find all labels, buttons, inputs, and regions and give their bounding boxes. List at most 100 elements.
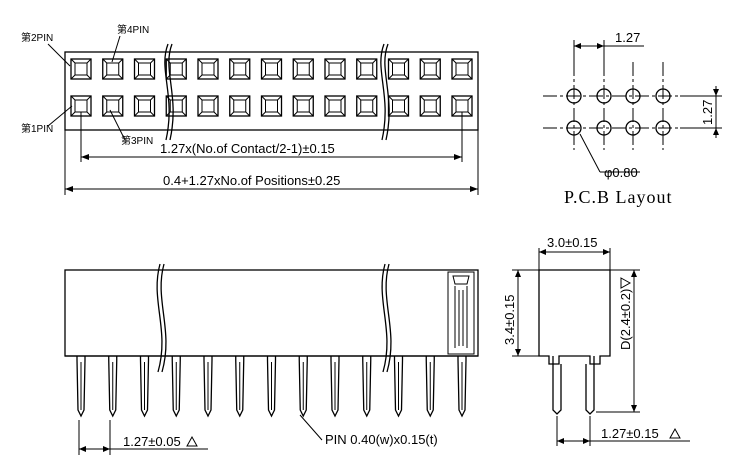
break-line-right-2 [384,43,390,141]
pin4-leader [111,35,121,63]
pin-socket [387,58,410,80]
break-line-left [164,43,170,141]
pin-socket [229,58,251,80]
pin-socket-inner [201,99,215,113]
triangle-mark [620,277,632,289]
arrow [515,349,521,356]
pin-socket-inner [296,62,310,76]
pin-socket-inner [265,62,278,76]
pin-socket [451,58,473,80]
pin-socket-bevel [134,95,155,117]
pin-socket [260,95,283,117]
arrow [454,154,462,160]
front-pin [235,356,245,418]
pin-socket-inner [74,62,88,76]
arrow [81,154,89,160]
arrow [583,438,590,444]
pin-socket [70,58,92,80]
arrow [65,186,73,192]
side-view-body [538,269,611,365]
pin-socket-inner [360,62,374,76]
hole-leader [579,133,601,173]
triangle-mark [669,427,681,439]
pin-socket-inner [423,99,437,113]
side-pin-right [585,356,595,415]
front-pins [76,356,467,418]
pcb-layout: 1.27 1.27 φ0.80 P.C.B Layout [543,30,722,207]
pin-socket-inner [328,62,342,76]
arrow [515,270,521,277]
pin-socket-bevel [419,58,441,80]
arrow [557,438,564,444]
pin-socket-bevel [388,95,409,117]
pin-socket [229,95,251,117]
front-pin [362,356,372,418]
front-pin [393,356,404,418]
pin-socket-bevel [292,58,314,80]
front-pin [266,356,277,418]
side-height-text: 3.4±0.15 [502,294,517,345]
pin-socket [197,95,219,117]
pin-socket-inner [265,99,278,113]
arrow [603,249,610,255]
pin-socket-bevel [388,58,409,80]
front-pin [139,356,150,418]
pin-socket-inner [360,99,374,113]
front-view: 1.27±0.05 PIN 0.40(w)x0.15(t) [64,263,479,455]
hole-diameter: φ0.80 [604,165,638,180]
pin-socket-inner [138,99,151,113]
pin-socket [356,58,378,80]
front-pin [171,356,181,418]
pin-socket [197,58,219,80]
pin-socket [419,58,441,80]
pin3-leader [109,109,126,141]
pin-socket-inner [455,62,469,76]
pin-socket-bevel [102,95,124,117]
pin-socket-inner [455,99,469,113]
pin-socket-bevel [70,58,92,80]
arrow [713,89,719,96]
arrow [103,446,110,452]
pin-socket-inner [169,62,183,76]
front-pin [425,356,435,418]
triangle-mark [186,435,198,447]
pin-socket [133,95,156,117]
front-pin [298,356,308,418]
pin-socket-bevel [261,95,282,117]
pin-socket-inner [233,62,247,76]
pin2-leader [47,43,71,67]
pin-socket-bevel [261,58,282,80]
pin-socket-bevel [324,95,346,117]
pin-socket [133,58,156,80]
pin1-label: 第1PIN [21,122,53,135]
pin-socket [324,95,346,117]
front-pin [457,356,467,418]
pin-socket [324,58,346,80]
side-pin-left [552,356,562,415]
front-break-left [156,263,163,373]
pin1-leader [47,105,73,127]
pin-socket-bevel [324,58,346,80]
break-line-left-2 [168,43,174,141]
arrow [470,186,478,192]
pin-spec-leader [299,414,323,441]
front-view-body [64,269,479,357]
dim-contact-text: 1.27x(No.of Contact/2-1)±0.15 [160,141,335,156]
pin-socket-inner [392,99,405,113]
pcb-pitch-v: 1.27 [700,100,715,125]
pcb-layout-title: P.C.B Layout [564,187,673,207]
pin4-label: 第4PIN [117,23,149,36]
side-width-text: 3.0±0.15 [547,235,598,250]
pin-socket-bevel [356,95,378,117]
front-break-left-2 [160,263,167,373]
pin-socket-inner [233,99,247,113]
pin-socket [419,95,441,117]
side-view: 3.0±0.15 3.4±0.15 D(2.4±0.2) 1.27±0.15 [502,235,690,446]
pin-socket-inner [392,62,405,76]
top-view: 第2PIN 第4PIN 第1PIN 第3PIN 1.27x(No.of Cont… [21,23,479,195]
arrow [539,249,546,255]
pin-socket-inner [201,62,215,76]
front-pin [108,356,118,418]
pcb-pitch-h: 1.27 [615,30,640,45]
